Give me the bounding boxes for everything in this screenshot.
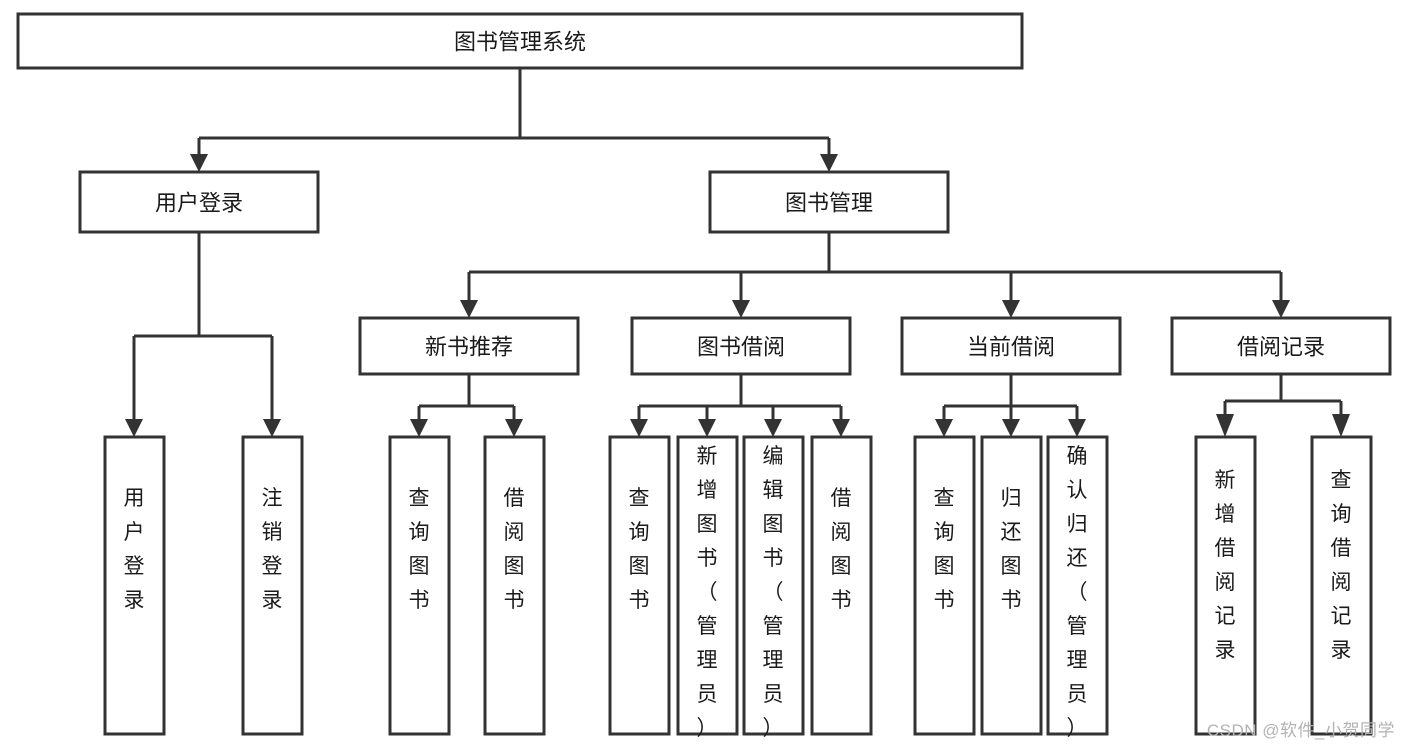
node-book-borrow-box[interactable] (630, 316, 852, 376)
leaf-confirm-return-box[interactable] (1046, 435, 1109, 736)
leaf-borrow-book-rec[interactable]: 借阅图书 (483, 435, 546, 736)
leaf-add-record[interactable]: 新增借阅记录 (1194, 435, 1257, 736)
leaf-user-login-box[interactable] (103, 435, 166, 736)
connector-layer (125, 68, 1350, 437)
leaf-return-book[interactable]: 归还图书 (980, 435, 1043, 736)
arrowhead-current-borrow (1002, 300, 1020, 318)
node-book-manage-box[interactable] (708, 170, 950, 234)
arrowhead-leaf-query-book-bor (630, 419, 648, 437)
node-borrow-record-box[interactable] (1170, 316, 1392, 376)
node-book-manage-label: 图书管理 (785, 191, 873, 216)
arrowhead-leaf-user-login (125, 419, 143, 437)
arrowhead-borrow-record (1272, 300, 1290, 318)
leaf-query-book-rec-box[interactable] (388, 435, 451, 736)
node-root[interactable]: 图书管理系统 (16, 12, 1024, 70)
node-new-book-recommend[interactable]: 新书推荐 (358, 316, 580, 376)
arrowhead-new-book-recommend (460, 300, 478, 318)
arrowhead-leaf-query-record (1332, 414, 1350, 437)
leaf-user-logout-label: 注销登录 (262, 487, 283, 612)
leaf-edit-book-box[interactable] (742, 435, 805, 736)
leaf-query-book-cur-label: 查询图书 (934, 487, 955, 612)
arrowhead-leaf-add-book (698, 419, 716, 437)
leaf-query-record-label: 查询借阅记录 (1331, 469, 1352, 662)
leaf-query-record[interactable]: 查询借阅记录 (1310, 435, 1373, 736)
leaf-add-book-box[interactable] (676, 435, 739, 736)
leaf-user-logout-box[interactable] (241, 435, 304, 736)
leaf-confirm-return-label: 确认归还（管理员） (1067, 445, 1088, 740)
leaf-query-book-bor-label: 查询图书 (629, 487, 650, 612)
leaf-borrow-book-bor[interactable]: 借阅图书 (810, 435, 873, 736)
leaf-borrow-book-rec-box[interactable] (483, 435, 546, 736)
leaf-return-book-label: 归还图书 (1001, 487, 1022, 612)
leaf-edit-book-label: 编辑图书（管理员） (763, 445, 784, 740)
leaf-add-record-box[interactable] (1194, 435, 1257, 736)
leaf-add-record-label: 新增借阅记录 (1215, 469, 1236, 662)
arrowhead-user-login (190, 154, 208, 172)
arrowhead-leaf-add-record (1216, 414, 1234, 437)
leaf-query-book-rec-label: 查询图书 (409, 487, 430, 612)
node-current-borrow[interactable]: 当前借阅 (900, 316, 1122, 376)
arrowhead-leaf-edit-book (764, 419, 782, 437)
leaf-user-login[interactable]: 用户登录 (103, 435, 166, 736)
node-user-login[interactable]: 用户登录 (78, 170, 320, 234)
node-borrow-record[interactable]: 借阅记录 (1170, 316, 1392, 376)
node-current-borrow-box[interactable] (900, 316, 1122, 376)
arrowhead-leaf-query-book-cur (935, 419, 953, 437)
arrowhead-leaf-user-logout (263, 419, 281, 437)
leaf-add-book[interactable]: 新增图书（管理员） (676, 435, 739, 740)
arrowhead-leaf-borrow-book-bor (832, 419, 850, 437)
arrowhead-leaf-return-book (1002, 419, 1020, 437)
leaf-confirm-return[interactable]: 确认归还（管理员） (1046, 435, 1109, 740)
leaf-borrow-book-bor-box[interactable] (810, 435, 873, 736)
leaf-query-book-rec[interactable]: 查询图书 (388, 435, 451, 736)
leaf-borrow-book-bor-label: 借阅图书 (831, 487, 852, 612)
node-new-book-recommend-box[interactable] (358, 316, 580, 376)
node-book-manage[interactable]: 图书管理 (708, 170, 950, 234)
leaf-query-book-cur-box[interactable] (913, 435, 976, 736)
node-user-login-label: 用户登录 (155, 191, 243, 216)
node-root-box[interactable] (16, 12, 1024, 70)
node-book-borrow[interactable]: 图书借阅 (630, 316, 852, 376)
leaf-return-book-box[interactable] (980, 435, 1043, 736)
arrowhead-book-manage (820, 154, 838, 172)
node-new-book-recommend-label: 新书推荐 (425, 335, 513, 360)
leaf-edit-book[interactable]: 编辑图书（管理员） (742, 435, 805, 740)
leaf-user-login-label: 用户登录 (124, 487, 145, 612)
arrowhead-leaf-query-book-rec (410, 419, 428, 437)
leaf-query-book-cur[interactable]: 查询图书 (913, 435, 976, 736)
arrowhead-leaf-borrow-book-rec (505, 419, 523, 437)
node-current-borrow-label: 当前借阅 (967, 335, 1055, 360)
arrowhead-book-borrow (732, 300, 750, 318)
leaf-query-book-bor-box[interactable] (608, 435, 671, 736)
node-root-label: 图书管理系统 (454, 30, 586, 55)
arrowhead-leaf-confirm-return (1068, 419, 1086, 437)
node-borrow-record-label: 借阅记录 (1237, 335, 1325, 360)
node-user-login-box[interactable] (78, 170, 320, 234)
leaf-query-book-bor[interactable]: 查询图书 (608, 435, 671, 736)
leaf-add-book-label: 新增图书（管理员） (697, 445, 718, 740)
leaf-user-logout[interactable]: 注销登录 (241, 435, 304, 736)
node-book-borrow-label: 图书借阅 (697, 335, 785, 360)
csdn-watermark: CSDN @软件_小贺同学 (1206, 721, 1395, 740)
leaf-borrow-book-rec-label: 借阅图书 (504, 487, 525, 612)
leaf-query-record-box[interactable] (1310, 435, 1373, 736)
